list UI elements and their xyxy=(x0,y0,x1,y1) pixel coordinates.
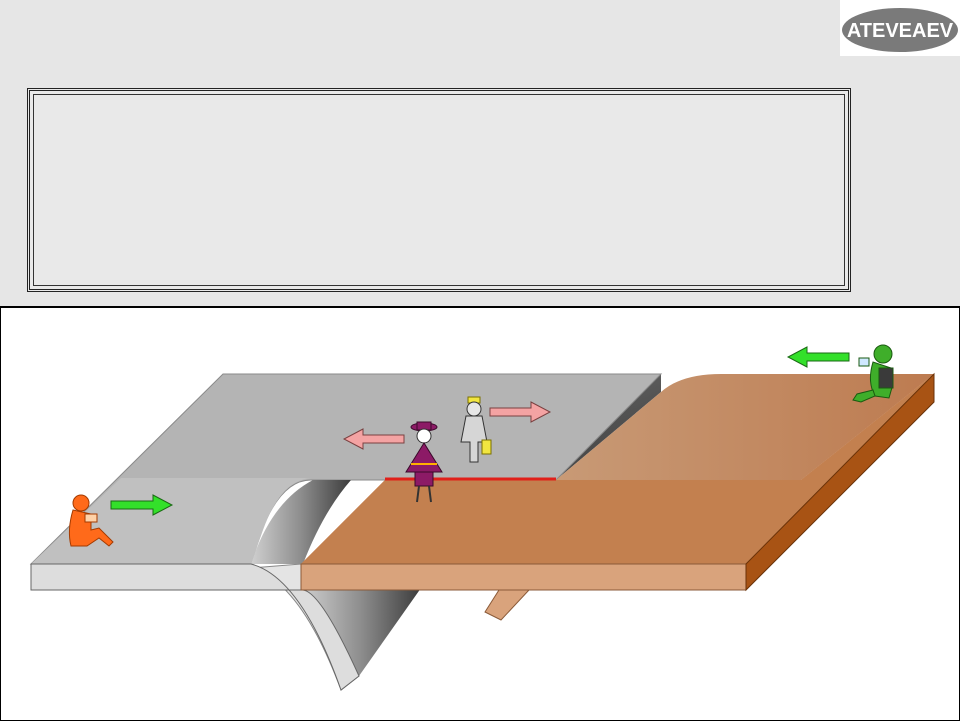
plate-boundary-diagram xyxy=(29,344,935,691)
gray-plate-top-lower xyxy=(31,478,311,564)
brown-plate-front-face xyxy=(300,563,747,591)
text-frame-inner-border xyxy=(33,94,845,286)
subducting-slab-shadow xyxy=(301,588,421,676)
brown-plate-top-main xyxy=(301,374,934,564)
person-poncho-icon xyxy=(405,421,443,503)
person-sitting-right-icon xyxy=(852,344,894,403)
brand-logo: ATEVEAEV xyxy=(840,0,960,56)
person-sitting-left-icon xyxy=(68,494,114,547)
logo-text: ATEVEAEV xyxy=(847,20,954,42)
person-standing-suitcase-icon xyxy=(460,396,492,463)
descending-brown-slab xyxy=(484,589,531,621)
arrow-right-green-icon xyxy=(110,494,174,516)
empty-text-frame xyxy=(27,88,851,292)
arrow-left-green-icon xyxy=(786,346,850,368)
brown-plate-side-face xyxy=(745,372,935,592)
diagram-frame xyxy=(0,306,960,721)
gray-plate-bend xyxy=(251,480,351,564)
brown-plate-bulge xyxy=(556,374,934,480)
arrow-right-pink-icon xyxy=(489,401,552,423)
logo-icon: ATEVEAEV xyxy=(842,8,958,52)
gray-plate-front-face xyxy=(30,563,360,691)
arrow-left-pink-icon xyxy=(342,428,405,450)
